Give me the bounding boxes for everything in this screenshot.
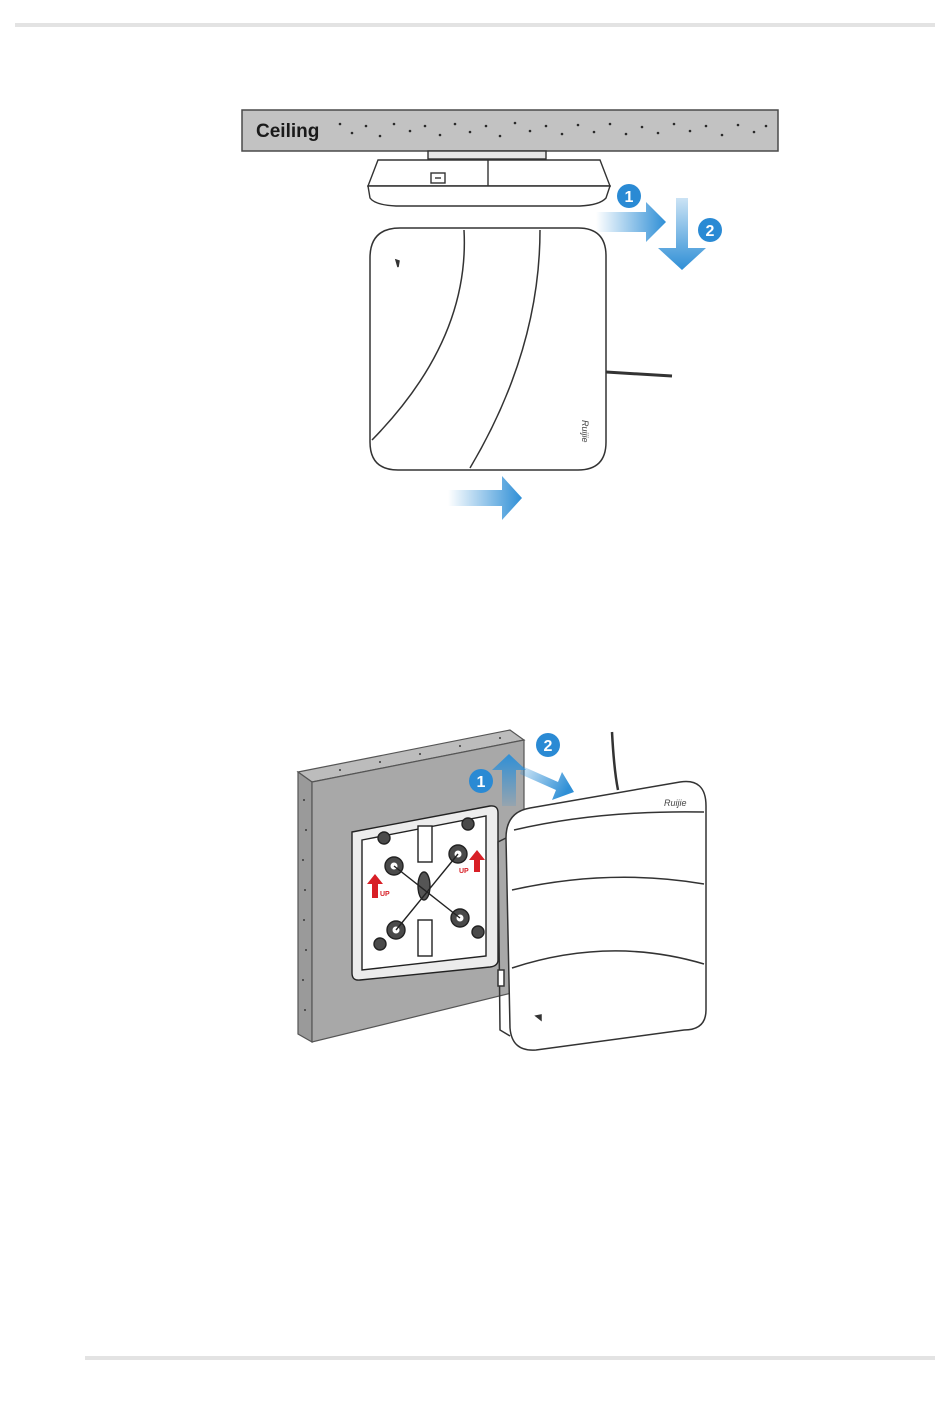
slide-direction-arrow: [448, 476, 522, 520]
svg-text:UP: UP: [459, 868, 469, 875]
footer-rule: [85, 1356, 935, 1360]
wall-mount-illustration: UP UP Ruijie 1 2: [0, 720, 950, 1060]
svg-text:1: 1: [625, 189, 634, 206]
ceiling-label: Ceiling: [256, 121, 319, 142]
brand-mark-top: Ruijie: [580, 420, 590, 443]
brand-mark-wall: Ruijie: [664, 798, 687, 808]
step1-slide-arrow: [596, 202, 666, 242]
step1-badge: 1: [469, 769, 493, 793]
header-rule: [15, 23, 935, 27]
step2-badge: 2: [698, 218, 722, 242]
access-point-top-view: Ruijie: [370, 228, 672, 470]
ceiling-bracket: [368, 151, 610, 206]
svg-text:2: 2: [706, 223, 715, 240]
ceiling-mount-illustration: Ceiling Ruijie 1 2: [0, 100, 950, 530]
step2-pull-arrow: [520, 766, 574, 800]
access-point-wall-view: Ruijie: [498, 732, 706, 1050]
step1-badge: 1: [617, 184, 641, 208]
svg-text:2: 2: [544, 738, 553, 755]
ceiling-slab: Ceiling: [242, 110, 778, 151]
svg-text:UP: UP: [380, 891, 390, 898]
step2-badge: 2: [536, 733, 560, 757]
svg-text:1: 1: [477, 774, 486, 791]
